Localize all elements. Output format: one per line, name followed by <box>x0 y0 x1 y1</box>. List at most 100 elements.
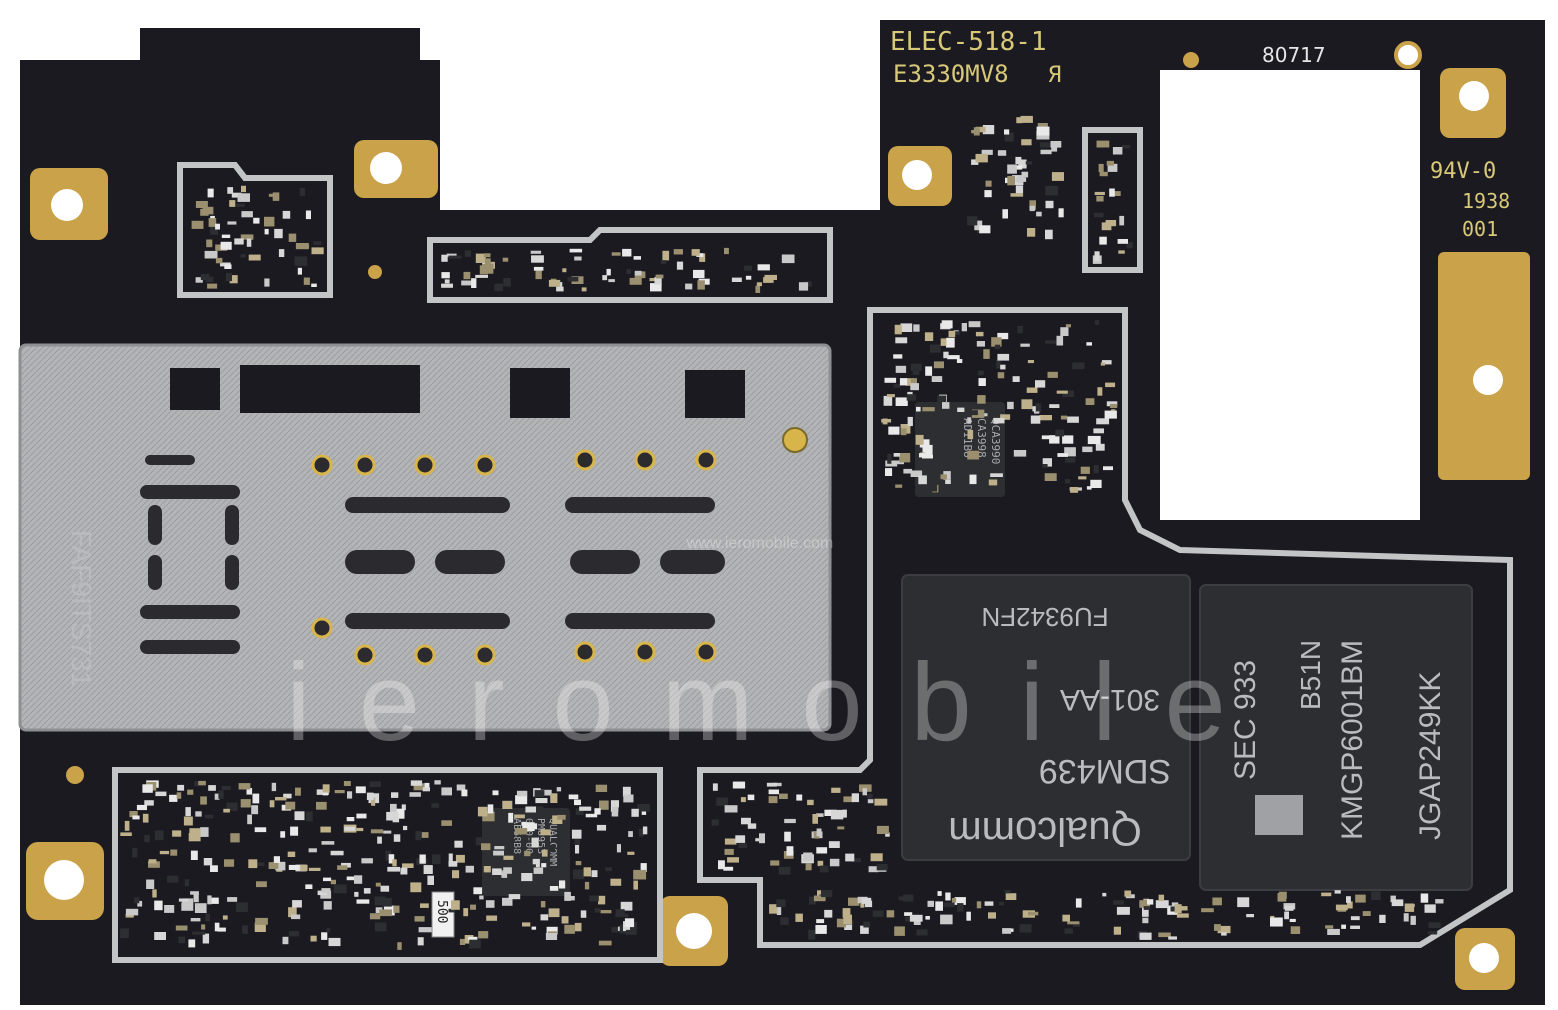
smd-part <box>1065 479 1071 484</box>
smd-part <box>634 270 642 276</box>
smd-part <box>585 813 598 818</box>
smd-part <box>415 831 422 841</box>
smd-part <box>1021 171 1029 178</box>
smd-part <box>129 811 138 818</box>
smd-part <box>370 829 384 834</box>
smd-part <box>155 791 167 797</box>
smd-part <box>381 897 392 907</box>
smd-part <box>483 858 492 868</box>
smd-part <box>895 484 903 488</box>
smd-part <box>922 407 935 412</box>
smd-part <box>755 838 763 842</box>
smd-part <box>227 897 238 902</box>
smd-part <box>1355 894 1366 903</box>
smd-part <box>994 344 1001 350</box>
smd-part <box>452 870 460 879</box>
smd-part <box>264 216 275 227</box>
smd-part <box>594 908 601 913</box>
smd-part <box>478 931 489 939</box>
smd-part <box>1103 466 1113 471</box>
smd-part <box>943 471 951 480</box>
smd-part <box>1168 936 1177 940</box>
smd-part <box>1004 129 1010 135</box>
smd-part <box>1155 900 1169 909</box>
smd-part <box>205 913 210 922</box>
passive-label: 500 <box>434 900 449 923</box>
smd-part <box>503 278 511 287</box>
smd-part <box>240 254 246 258</box>
smd-part <box>390 803 397 814</box>
smd-part <box>623 794 634 803</box>
smd-part <box>1142 906 1149 917</box>
smd-part <box>910 363 922 371</box>
smd-part <box>1097 387 1103 396</box>
smd-part <box>808 929 816 940</box>
smd-part <box>602 275 608 281</box>
smd-part <box>747 823 757 829</box>
smd-part <box>1070 487 1079 493</box>
smd-part <box>584 881 590 890</box>
smd-part <box>1346 896 1351 903</box>
smd-part <box>1096 140 1110 148</box>
smd-part <box>1327 928 1340 935</box>
smd-part <box>418 927 432 933</box>
smd-part <box>142 813 149 823</box>
smd-part <box>1105 382 1116 388</box>
smd-part <box>943 488 950 493</box>
smd-part <box>456 784 466 791</box>
smd-part <box>773 782 782 787</box>
smd-part <box>977 395 986 404</box>
smd-part <box>1007 164 1017 174</box>
smd-part <box>195 811 202 817</box>
smd-part <box>310 935 317 942</box>
smd-part <box>206 276 214 282</box>
smd-part <box>333 884 347 894</box>
smd-part <box>400 867 408 875</box>
smd-part <box>718 860 725 870</box>
smd-part <box>492 790 499 796</box>
smd-part <box>549 844 555 853</box>
smd-part <box>1042 458 1052 467</box>
smd-part <box>397 942 402 950</box>
smd-part <box>816 828 822 837</box>
smd-part <box>927 900 934 907</box>
smd-part <box>254 827 267 833</box>
silkscreen: ELEC-518-1 E3330MV8 Я 80717 94V-0 1938 0… <box>890 27 1510 241</box>
smd-part <box>248 254 261 261</box>
smd-part <box>1174 904 1182 914</box>
smd-part <box>200 274 210 280</box>
smd-part <box>796 794 803 801</box>
smd-part <box>159 850 170 855</box>
sim-contacts <box>311 449 717 666</box>
smd-part <box>851 858 861 863</box>
smd-part <box>926 483 938 492</box>
smd-part <box>824 809 837 816</box>
smd-part <box>741 817 751 825</box>
smd-part <box>1036 211 1042 217</box>
smd-part <box>363 888 371 894</box>
smd-part <box>867 799 874 804</box>
smd-part <box>1005 177 1010 184</box>
smd-part <box>997 372 1005 379</box>
smd-part <box>323 877 332 882</box>
smd-part <box>317 890 327 896</box>
smd-part <box>973 127 980 136</box>
smd-part <box>654 276 662 285</box>
smd-part <box>558 282 563 288</box>
smd-part <box>1047 371 1058 378</box>
smd-part <box>997 353 1010 361</box>
smd-part <box>214 793 220 800</box>
smd-part <box>508 812 514 823</box>
smd-part <box>208 218 217 227</box>
smd-part <box>524 850 531 857</box>
smd-part <box>724 805 738 813</box>
smd-part <box>1118 250 1125 254</box>
smd-part <box>1000 414 1011 420</box>
smd-part <box>356 827 364 832</box>
smd-part <box>940 914 953 925</box>
smd-part <box>1049 435 1060 444</box>
smd-part <box>550 793 558 803</box>
smd-part <box>712 783 718 791</box>
smd-part <box>288 907 297 918</box>
smd-part <box>170 849 178 856</box>
